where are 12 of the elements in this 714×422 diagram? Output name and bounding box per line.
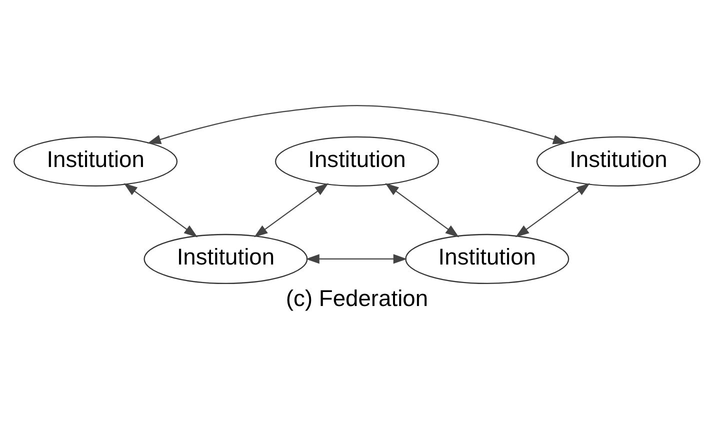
arrow (124, 182, 198, 237)
node-ellipse: Institution (274, 136, 440, 186)
arrow (515, 182, 590, 237)
node-ellipse: Institution (405, 233, 570, 284)
caption: (c) Federation (286, 284, 428, 311)
arrow (147, 104, 567, 144)
node-ellipse: Institution (536, 136, 700, 186)
arrow (254, 182, 329, 237)
arrow (306, 254, 408, 264)
node-ellipse: Institution (14, 136, 178, 186)
node-ellipse: Institution (144, 233, 308, 284)
arrow (385, 182, 460, 237)
